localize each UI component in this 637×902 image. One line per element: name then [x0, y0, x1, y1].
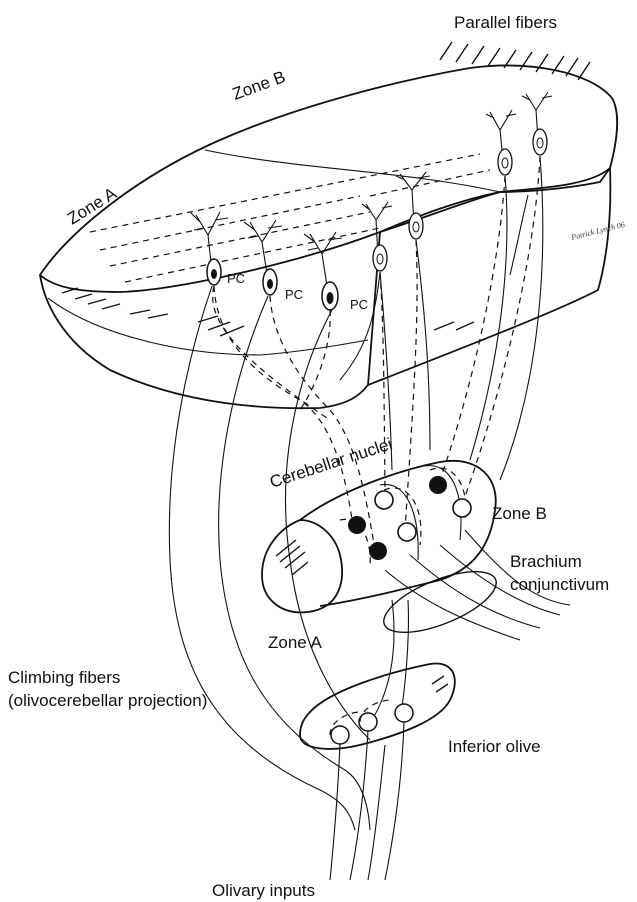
purkinje-cell-6 — [486, 110, 516, 175]
purkinje-cell-3 — [304, 232, 342, 310]
nuclei-neurons — [348, 476, 471, 560]
zone-a-nuclei-label: Zone A — [268, 633, 323, 652]
zone-b-top-label: Zone B — [230, 67, 288, 104]
zone-a-top-label: Zone A — [64, 183, 120, 228]
pc-label-1: PC — [227, 271, 245, 286]
olivary-input-fibers — [330, 722, 404, 880]
inferior-olive — [300, 663, 455, 748]
climbing-fibers — [169, 156, 542, 830]
zone-b-nuclei-label: Zone B — [492, 504, 547, 523]
purkinje-cell-5 — [396, 172, 430, 239]
olivary-inputs-label: Olivary inputs — [212, 881, 315, 900]
inferior-olive-label: Inferior olive — [448, 737, 541, 756]
parallel-fibers-dashed — [90, 154, 490, 282]
brachium-label-line2: conjunctivum — [510, 575, 609, 594]
purkinje-axons — [213, 156, 540, 550]
pc-label-3: PC — [350, 297, 368, 312]
purkinje-cell-1 — [190, 212, 228, 285]
parallel-fiber-stubs — [440, 42, 590, 80]
climbing-fibers-label-line1: Climbing fibers — [8, 668, 120, 687]
cerebellar-nuclei-label: Cerebellar nuclei — [267, 434, 394, 491]
brachium-label-line1: Brachium — [510, 552, 582, 571]
cerebellar-cortex-slab — [40, 66, 617, 409]
pc-label-2: PC — [285, 287, 303, 302]
climbing-fibers-label-line2: (olivocerebellar projection) — [8, 691, 207, 710]
purkinje-cell-7 — [522, 92, 552, 155]
parallel-fibers-label: Parallel fibers — [454, 13, 557, 32]
artist-signature: Patrick Lynch 06 — [569, 220, 625, 242]
